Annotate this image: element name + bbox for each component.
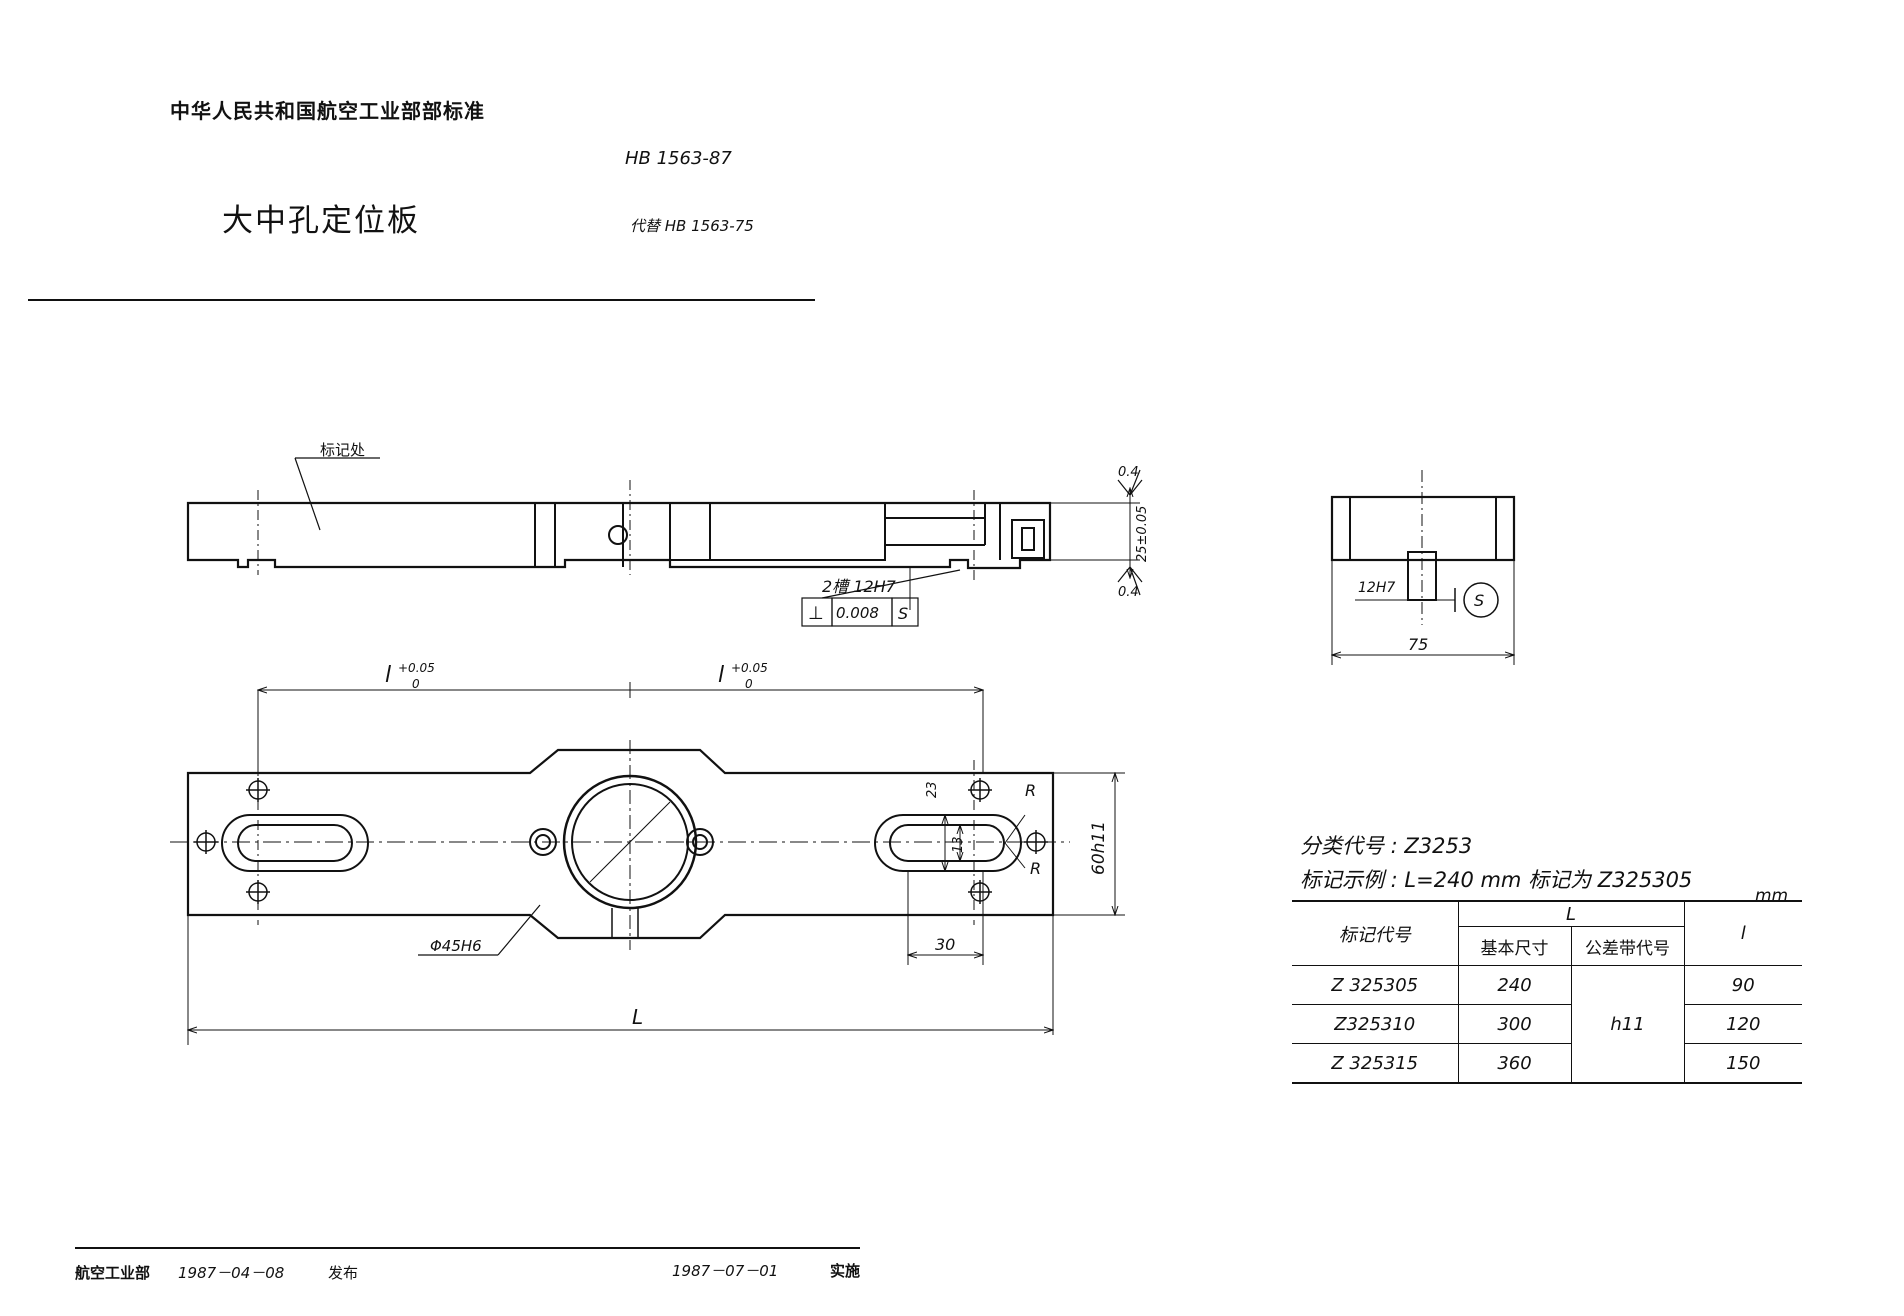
slot-width-dim: 23 <box>925 781 940 798</box>
datum-letter: S <box>898 604 908 623</box>
header-L: L <box>1457 900 1684 927</box>
header-rule <box>28 299 815 301</box>
pitch-dim-left: l <box>385 663 391 688</box>
issue-label: 发布 <box>328 1264 359 1282</box>
marking-example: 标记示例 : L=240 mm 标记为 Z325305 <box>1300 868 1693 892</box>
footer-rule <box>75 1247 860 1249</box>
pitch-tol-upper-left: +0.05 <box>398 661 435 675</box>
plan-view <box>170 682 1125 1045</box>
perpendicularity-symbol: ⊥ <box>808 603 824 624</box>
drawing-labels: 标记处 2槽 12H7 ⊥ 0.008 S 0.4 0.4 25±0.05 l … <box>320 441 1484 1029</box>
cell-tolerance: h11 <box>1570 965 1684 1084</box>
bore-dimension: Φ45H6 <box>430 937 482 955</box>
cell-l: 90 <box>1683 965 1802 1005</box>
cell-basic: 240 <box>1457 965 1571 1005</box>
issue-date: 1987－04－08 <box>178 1264 285 1282</box>
pitch-tol-lower-right: 0 <box>745 677 753 691</box>
side-datum-letter: S <box>1474 591 1484 610</box>
radius-label-1: R <box>1025 781 1036 800</box>
header-l: l <box>1683 900 1802 966</box>
replaces-note: 代替 HB 1563-75 <box>630 217 754 235</box>
spec-table: 标记代号 L l 基本尺寸 公差带代号 Z 325305 240 h11 90 … <box>1292 900 1802 1084</box>
slot-offset-dim: 30 <box>935 935 955 954</box>
organization-title: 中华人民共和国航空工业部部标准 <box>170 99 485 123</box>
cell-code: Z 325315 <box>1292 1043 1458 1084</box>
cell-l: 120 <box>1683 1004 1802 1044</box>
issuer: 航空工业部 <box>75 1264 151 1282</box>
implementation-date: 1987－07－01 <box>672 1262 779 1280</box>
side-width-dim: 75 <box>1408 635 1428 654</box>
side-view <box>1330 470 1516 665</box>
standard-code: HB 1563-87 <box>625 148 732 169</box>
cell-basic: 360 <box>1457 1043 1571 1084</box>
cell-basic: 300 <box>1457 1004 1571 1044</box>
radius-label-2: R <box>1030 859 1041 878</box>
classification-code: 分类代号 : Z3253 <box>1300 834 1473 858</box>
slot-note: 2槽 12H7 <box>822 577 897 596</box>
cell-l: 150 <box>1683 1043 1802 1084</box>
width-dimension: 60h11 <box>1089 821 1109 875</box>
implementation-label: 实施 <box>830 1262 861 1280</box>
overall-length-dim: L <box>632 1005 643 1029</box>
cell-code: Z 325305 <box>1292 965 1458 1005</box>
table-row: Z 325305 240 h11 90 <box>1292 965 1802 1084</box>
roughness-bottom: 0.4 <box>1118 585 1139 600</box>
pitch-dim-right: l <box>718 663 724 688</box>
header-basic-size: 基本尺寸 <box>1457 926 1571 966</box>
table-row: Z325310 300 120 <box>1292 1004 1802 1044</box>
document-title: 大中孔定位板 <box>222 203 420 239</box>
pitch-tol-lower-left: 0 <box>412 677 420 691</box>
roughness-top: 0.4 <box>1118 465 1139 480</box>
side-slot-dim: 12H7 <box>1358 580 1395 596</box>
cell-code: Z325310 <box>1292 1004 1458 1044</box>
table-row: Z 325315 360 150 <box>1292 1043 1802 1084</box>
header-code: 标记代号 <box>1292 900 1458 966</box>
header-tolerance: 公差带代号 <box>1570 926 1684 966</box>
slot-inner-dim: 13 <box>951 836 966 853</box>
height-dimension: 25±0.05 <box>1135 506 1150 562</box>
front-view <box>186 457 1143 627</box>
perpendicularity-value: 0.008 <box>836 604 879 622</box>
pitch-tol-upper-right: +0.05 <box>731 661 768 675</box>
marking-label: 标记处 <box>320 441 365 459</box>
